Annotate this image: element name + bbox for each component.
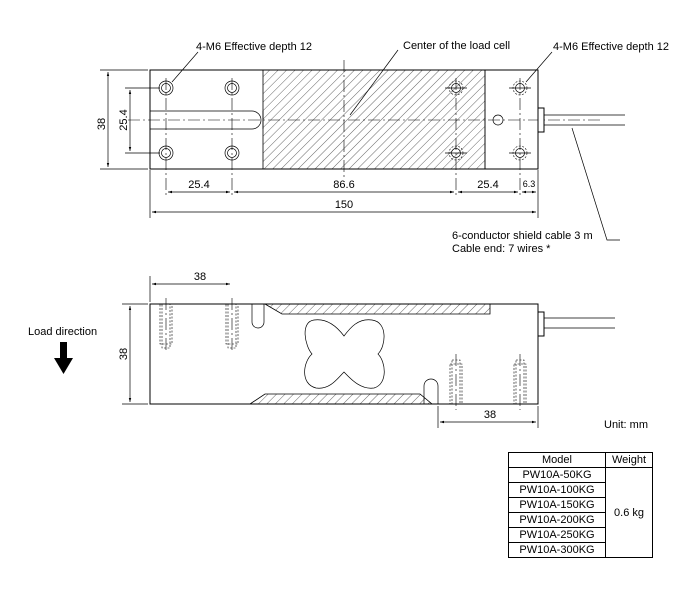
side-view-threads-bottom <box>449 354 527 410</box>
table-row: PW10A-250KG <box>508 527 653 543</box>
dim-height-outer: 38 <box>96 118 108 130</box>
model-cell: PW10A-250KG <box>508 527 606 543</box>
model-weight-table: Model Weight PW10A-50KG 0.6 kg PW10A-100… <box>508 452 653 558</box>
side-dim-height: 38 <box>118 348 130 360</box>
model-cell: PW10A-150KG <box>508 497 606 513</box>
top-view-holes-left <box>158 80 240 161</box>
table-row: PW10A-300KG <box>508 542 653 558</box>
dim-height-inner: 25.4 <box>118 109 130 130</box>
table-header-row: Model Weight <box>508 452 653 468</box>
top-view-small-hole <box>492 114 504 126</box>
dim-edge: 6.3 <box>523 179 536 189</box>
side-view-lower-hatch <box>248 393 434 405</box>
side-dim-bottom: 38 <box>484 409 496 421</box>
cable-label-line2: Cable end: 7 wires * <box>452 243 551 255</box>
side-view-body <box>149 303 539 405</box>
top-view-holes-right <box>445 80 531 161</box>
table-row: PW10A-50KG 0.6 kg <box>508 467 653 558</box>
model-cell: PW10A-50KG <box>508 467 606 483</box>
weight-header: Weight <box>605 452 653 468</box>
model-cell: PW10A-100KG <box>508 482 606 498</box>
model-cell: PW10A-200KG <box>508 512 606 528</box>
top-view-cable-gland <box>537 107 545 133</box>
dim-right-pitch: 25.4 <box>477 179 498 191</box>
side-view-cable-gland <box>537 311 545 337</box>
weight-cell: 0.6 kg <box>605 467 653 558</box>
side-view-threads-top <box>159 298 239 352</box>
dim-left-pitch: 25.4 <box>188 179 209 191</box>
side-view-upper-hatch <box>263 303 491 315</box>
load-direction-arrow-icon <box>54 342 73 374</box>
top-view-hatched-region <box>262 69 486 170</box>
thread-label-left: 4-M6 Effective depth 12 <box>196 41 312 53</box>
dim-total-length: 150 <box>335 199 353 211</box>
top-view-slot <box>150 110 262 130</box>
table-row: PW10A-100KG <box>508 482 653 498</box>
top-view: 4-M6 Effective depth 12 Center of the lo… <box>96 40 669 255</box>
side-view: 38 38 38 Load direction Unit: mm <box>28 271 648 431</box>
side-view-butterfly-hole <box>304 319 385 389</box>
side-dim-top: 38 <box>194 271 206 283</box>
load-direction-label: Load direction <box>28 326 97 338</box>
center-label: Center of the load cell <box>403 40 510 52</box>
dim-middle: 86.6 <box>333 179 354 191</box>
unit-label: Unit: mm <box>604 419 648 431</box>
model-cell: PW10A-300KG <box>508 542 606 558</box>
cable-label-line1: 6-conductor shield cable 3 m <box>452 230 593 242</box>
thread-label-right: 4-M6 Effective depth 12 <box>553 41 669 53</box>
model-header: Model <box>508 452 606 468</box>
